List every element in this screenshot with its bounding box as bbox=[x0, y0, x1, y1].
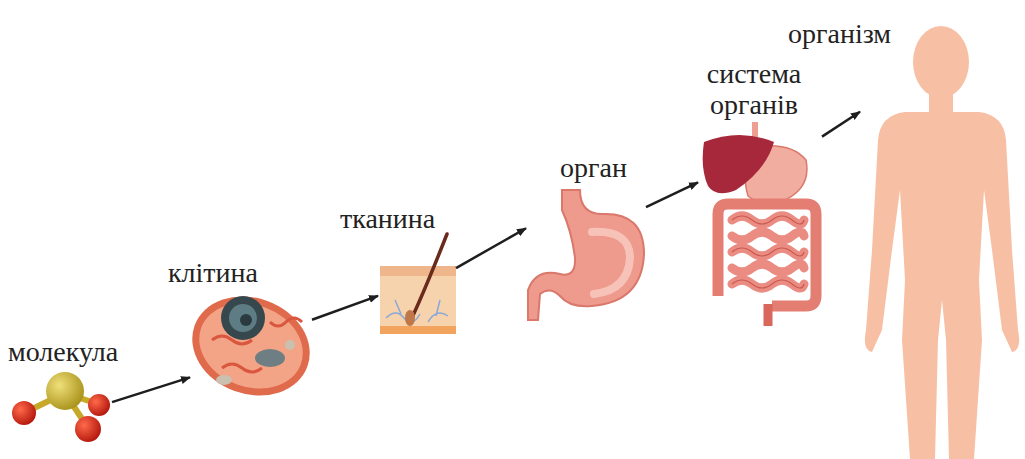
cell-membrane bbox=[178, 280, 324, 411]
level-arrow bbox=[312, 296, 378, 320]
level-label: організм bbox=[788, 18, 891, 49]
level-label: тканина bbox=[340, 203, 435, 234]
stomach-highlight bbox=[592, 232, 630, 294]
atom bbox=[88, 394, 110, 416]
stomach-shape bbox=[528, 190, 644, 320]
intestine-fold bbox=[732, 216, 804, 288]
level-arrow bbox=[822, 112, 860, 137]
level-node: клітина bbox=[190, 295, 312, 398]
skin-layer bbox=[380, 326, 456, 334]
large-intestine bbox=[718, 204, 816, 306]
hair-root bbox=[405, 310, 415, 326]
molecule-picture bbox=[12, 372, 110, 442]
hair bbox=[410, 234, 447, 322]
skin-layer bbox=[380, 266, 456, 276]
digestive-system-picture bbox=[703, 122, 816, 326]
level-label: клітина bbox=[168, 257, 258, 288]
organelle bbox=[285, 340, 295, 350]
head bbox=[913, 26, 969, 98]
nucleolus bbox=[240, 314, 252, 326]
atom bbox=[12, 401, 36, 425]
tissue-picture bbox=[380, 234, 456, 334]
cell-picture bbox=[178, 280, 324, 411]
level-node: тканина bbox=[378, 232, 456, 335]
level-label: орган bbox=[560, 152, 627, 183]
level-node: орган bbox=[526, 190, 646, 322]
level-node: молекула bbox=[5, 372, 112, 442]
organelle bbox=[216, 375, 232, 385]
organelle bbox=[255, 349, 285, 367]
human-body-picture bbox=[865, 26, 1019, 459]
level-label: молекула bbox=[8, 336, 118, 367]
atom bbox=[46, 372, 84, 410]
level-arrow bbox=[646, 182, 698, 207]
small-intestine bbox=[732, 216, 804, 288]
level-arrow bbox=[456, 228, 526, 268]
nucleolus bbox=[229, 304, 257, 332]
cytoplasm bbox=[187, 289, 315, 402]
level-node: система органів bbox=[698, 120, 822, 328]
stomach-picture bbox=[528, 190, 644, 320]
level-arrow bbox=[112, 377, 190, 402]
rectum bbox=[764, 304, 773, 326]
nucleus bbox=[221, 296, 265, 340]
atom bbox=[75, 416, 101, 442]
level-node: організм bbox=[860, 25, 1023, 459]
liver bbox=[703, 135, 774, 193]
body-silhouette bbox=[865, 112, 1019, 459]
level-label: система органів bbox=[684, 58, 824, 121]
